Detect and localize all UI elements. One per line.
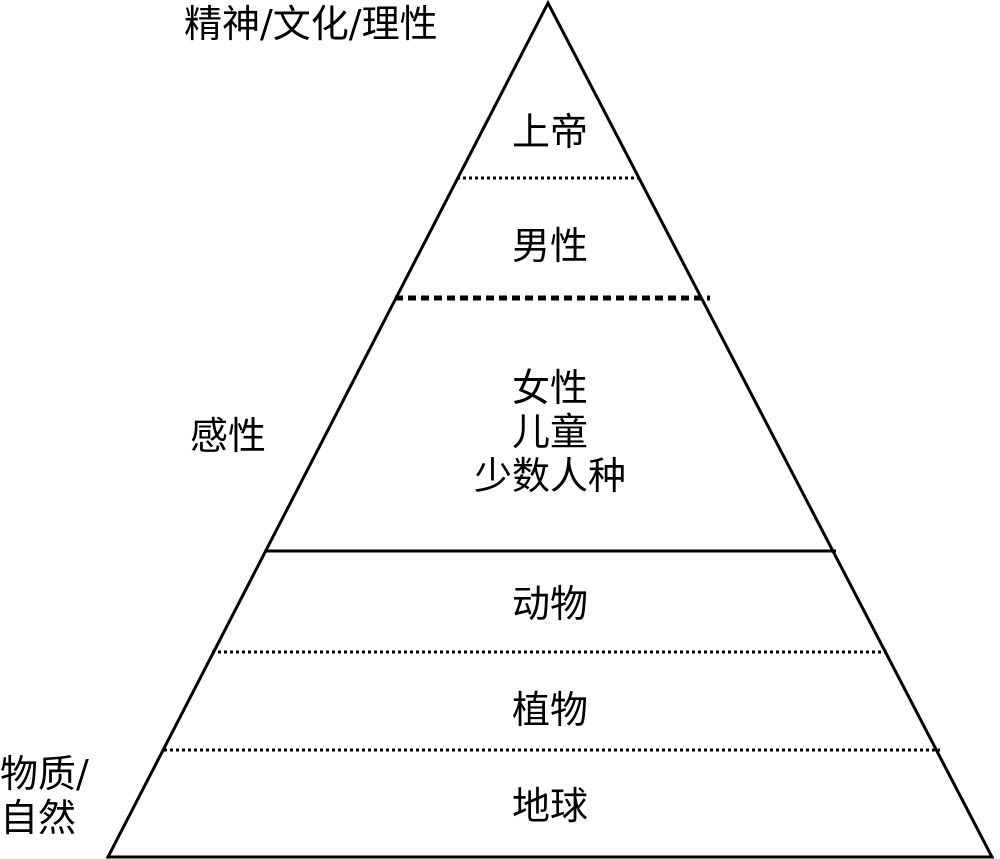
label-spirit-culture-reason: 精神/文化/理性	[184, 2, 438, 46]
label-sensibility: 感性	[190, 414, 267, 458]
tier-earth: 地球	[511, 784, 588, 828]
label-matter-nature: 物质/ 自然	[0, 752, 89, 840]
tier-men: 男性	[511, 224, 588, 268]
tier-women: 女性	[511, 366, 588, 410]
tier-god: 上帝	[511, 110, 588, 154]
tier-animals: 动物	[511, 582, 588, 626]
tier-women-children-minorities: 女性 儿童 少数人种	[350, 366, 750, 498]
label-matter-nature-line1: 物质/	[0, 752, 89, 796]
label-matter-nature-line2: 自然	[0, 796, 77, 840]
pyramid-outline	[105, 0, 995, 859]
tier-children: 儿童	[511, 410, 588, 454]
tier-plants: 植物	[511, 688, 588, 732]
tier-minorities: 少数人种	[473, 454, 626, 498]
